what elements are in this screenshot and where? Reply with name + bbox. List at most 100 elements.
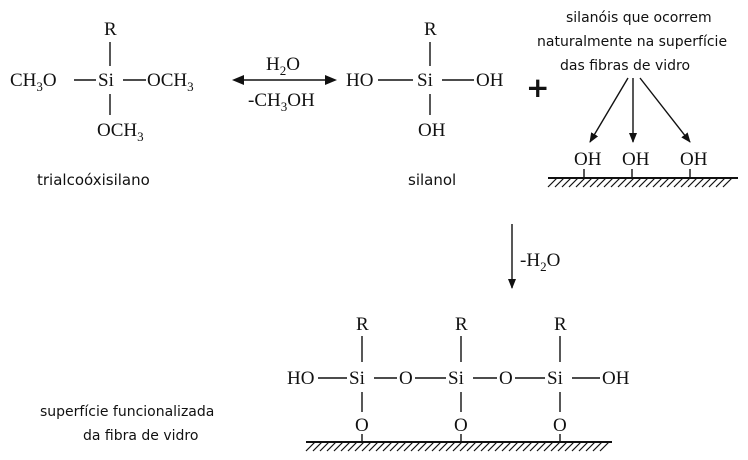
hatch-mark	[659, 177, 670, 188]
label-functionalized-1: superfície funcionalizada	[40, 404, 214, 420]
hatch-mark	[529, 441, 540, 452]
hatch-mark	[575, 177, 586, 188]
hatch-mark	[599, 441, 610, 452]
trialkoxysilane-molecule: R CH3O Si OCH3 OCH3	[10, 19, 194, 144]
hatch-mark	[354, 441, 365, 452]
hatch-mark	[554, 177, 565, 188]
silanol-molecule: R HO Si OH OH	[346, 19, 504, 141]
byproduct-water: -H2O	[520, 250, 560, 274]
hatch-mark	[578, 441, 589, 452]
hatch-mark	[473, 441, 484, 452]
hatch-mark	[701, 177, 712, 188]
hatch-mark	[459, 441, 470, 452]
silicon-atom-2: Si	[417, 70, 433, 91]
hatch-mark	[568, 177, 579, 188]
hatch-mark	[403, 441, 414, 452]
methoxy-bottom: OCH3	[97, 120, 144, 144]
hatch-mark	[494, 441, 505, 452]
hatch-mark	[561, 177, 572, 188]
r-group-1: R	[104, 19, 117, 40]
hatch-mark	[631, 177, 642, 188]
hatch-mark	[319, 441, 330, 452]
methoxy-right: OCH3	[147, 70, 194, 94]
hatch-mark	[361, 441, 372, 452]
reagent-water: H2O	[266, 54, 300, 78]
hatch-mark	[508, 441, 519, 452]
surface-oh-3: OH	[680, 149, 708, 170]
hatch-mark	[645, 177, 656, 188]
surface-oh-2: OH	[622, 149, 650, 170]
hatch-mark	[624, 177, 635, 188]
hatch-mark	[312, 441, 323, 452]
byproduct-methanol: -CH3OH	[248, 90, 315, 114]
hatch-mark	[680, 177, 691, 188]
pointer-arrow-right	[639, 77, 691, 143]
hatch-mark	[424, 441, 435, 452]
oxygen-bridge-2: O	[499, 368, 513, 389]
hydroxyl-right: OH	[476, 70, 504, 91]
hatch-mark	[347, 441, 358, 452]
pointer-arrow-left	[589, 77, 629, 143]
hatch-mark	[722, 177, 733, 188]
r-group-5: R	[554, 314, 567, 335]
hatch-mark	[340, 441, 351, 452]
label-trialkoxysilane: trialcoóxisilano	[37, 171, 150, 189]
hatch-mark	[592, 441, 603, 452]
label-surface-silanols-2: naturalmente na superfície	[537, 34, 727, 50]
glass-surface-top: OH OH OH	[547, 149, 738, 188]
hatch-mark	[715, 177, 726, 188]
hatch-mark	[480, 441, 491, 452]
hatch-mark	[445, 441, 456, 452]
silicon-atom-5: Si	[547, 368, 563, 389]
functionalized-surface: R R R HO Si O Si O Si OH O O O	[287, 314, 630, 452]
arrow-head-right	[325, 75, 337, 85]
hatch-mark	[382, 441, 393, 452]
hatch-mark	[396, 441, 407, 452]
hatch-mark	[571, 441, 582, 452]
hatch-mark	[638, 177, 649, 188]
hatch-mark	[582, 177, 593, 188]
arrow-head-left	[232, 75, 244, 85]
hatch-mark	[673, 177, 684, 188]
hatch-mark	[617, 177, 628, 188]
hatch-mark	[431, 441, 442, 452]
hatch-mark	[466, 441, 477, 452]
hatch-mark	[543, 441, 554, 452]
hydroxyl-bottom: OH	[418, 120, 446, 141]
hatch-mark	[652, 177, 663, 188]
hatch-mark	[326, 441, 337, 452]
r-group-4: R	[455, 314, 468, 335]
condensation-arrow: -H2O	[508, 224, 560, 289]
hatch-mark	[368, 441, 379, 452]
label-surface-silanols-1: silanóis que ocorrem	[566, 10, 712, 26]
hatch-mark	[603, 177, 614, 188]
hatch-mark	[375, 441, 386, 452]
hatch-mark	[452, 441, 463, 452]
pointer-arrows	[589, 77, 691, 143]
surface-oh-1: OH	[574, 149, 602, 170]
hatch-mark	[585, 441, 596, 452]
hydrolysis-arrow: H2O -CH3OH	[232, 54, 337, 114]
hatch-mark	[610, 177, 621, 188]
hydroxyl-end-left: HO	[287, 368, 314, 389]
r-group-3: R	[356, 314, 369, 335]
hydroxyl-left: HO	[346, 70, 373, 91]
oxygen-surface-1: O	[355, 415, 369, 436]
hatch-mark	[333, 441, 344, 452]
silicon-atom-4: Si	[448, 368, 464, 389]
label-functionalized-2: da fibra de vidro	[83, 428, 198, 444]
oxygen-surface-3: O	[553, 415, 567, 436]
hatch-mark	[536, 441, 547, 452]
hatch-mark	[501, 441, 512, 452]
label-silanol: silanol	[408, 171, 456, 189]
hatch-mark	[550, 441, 561, 452]
hatch-mark	[515, 441, 526, 452]
hatch-mark	[596, 177, 607, 188]
hatch-mark	[487, 441, 498, 452]
hatch-mark	[666, 177, 677, 188]
hatch-mark	[687, 177, 698, 188]
hatch-mark	[305, 441, 316, 452]
hatch-mark	[410, 441, 421, 452]
hatch-mark	[557, 441, 568, 452]
silicon-atom-3: Si	[349, 368, 365, 389]
